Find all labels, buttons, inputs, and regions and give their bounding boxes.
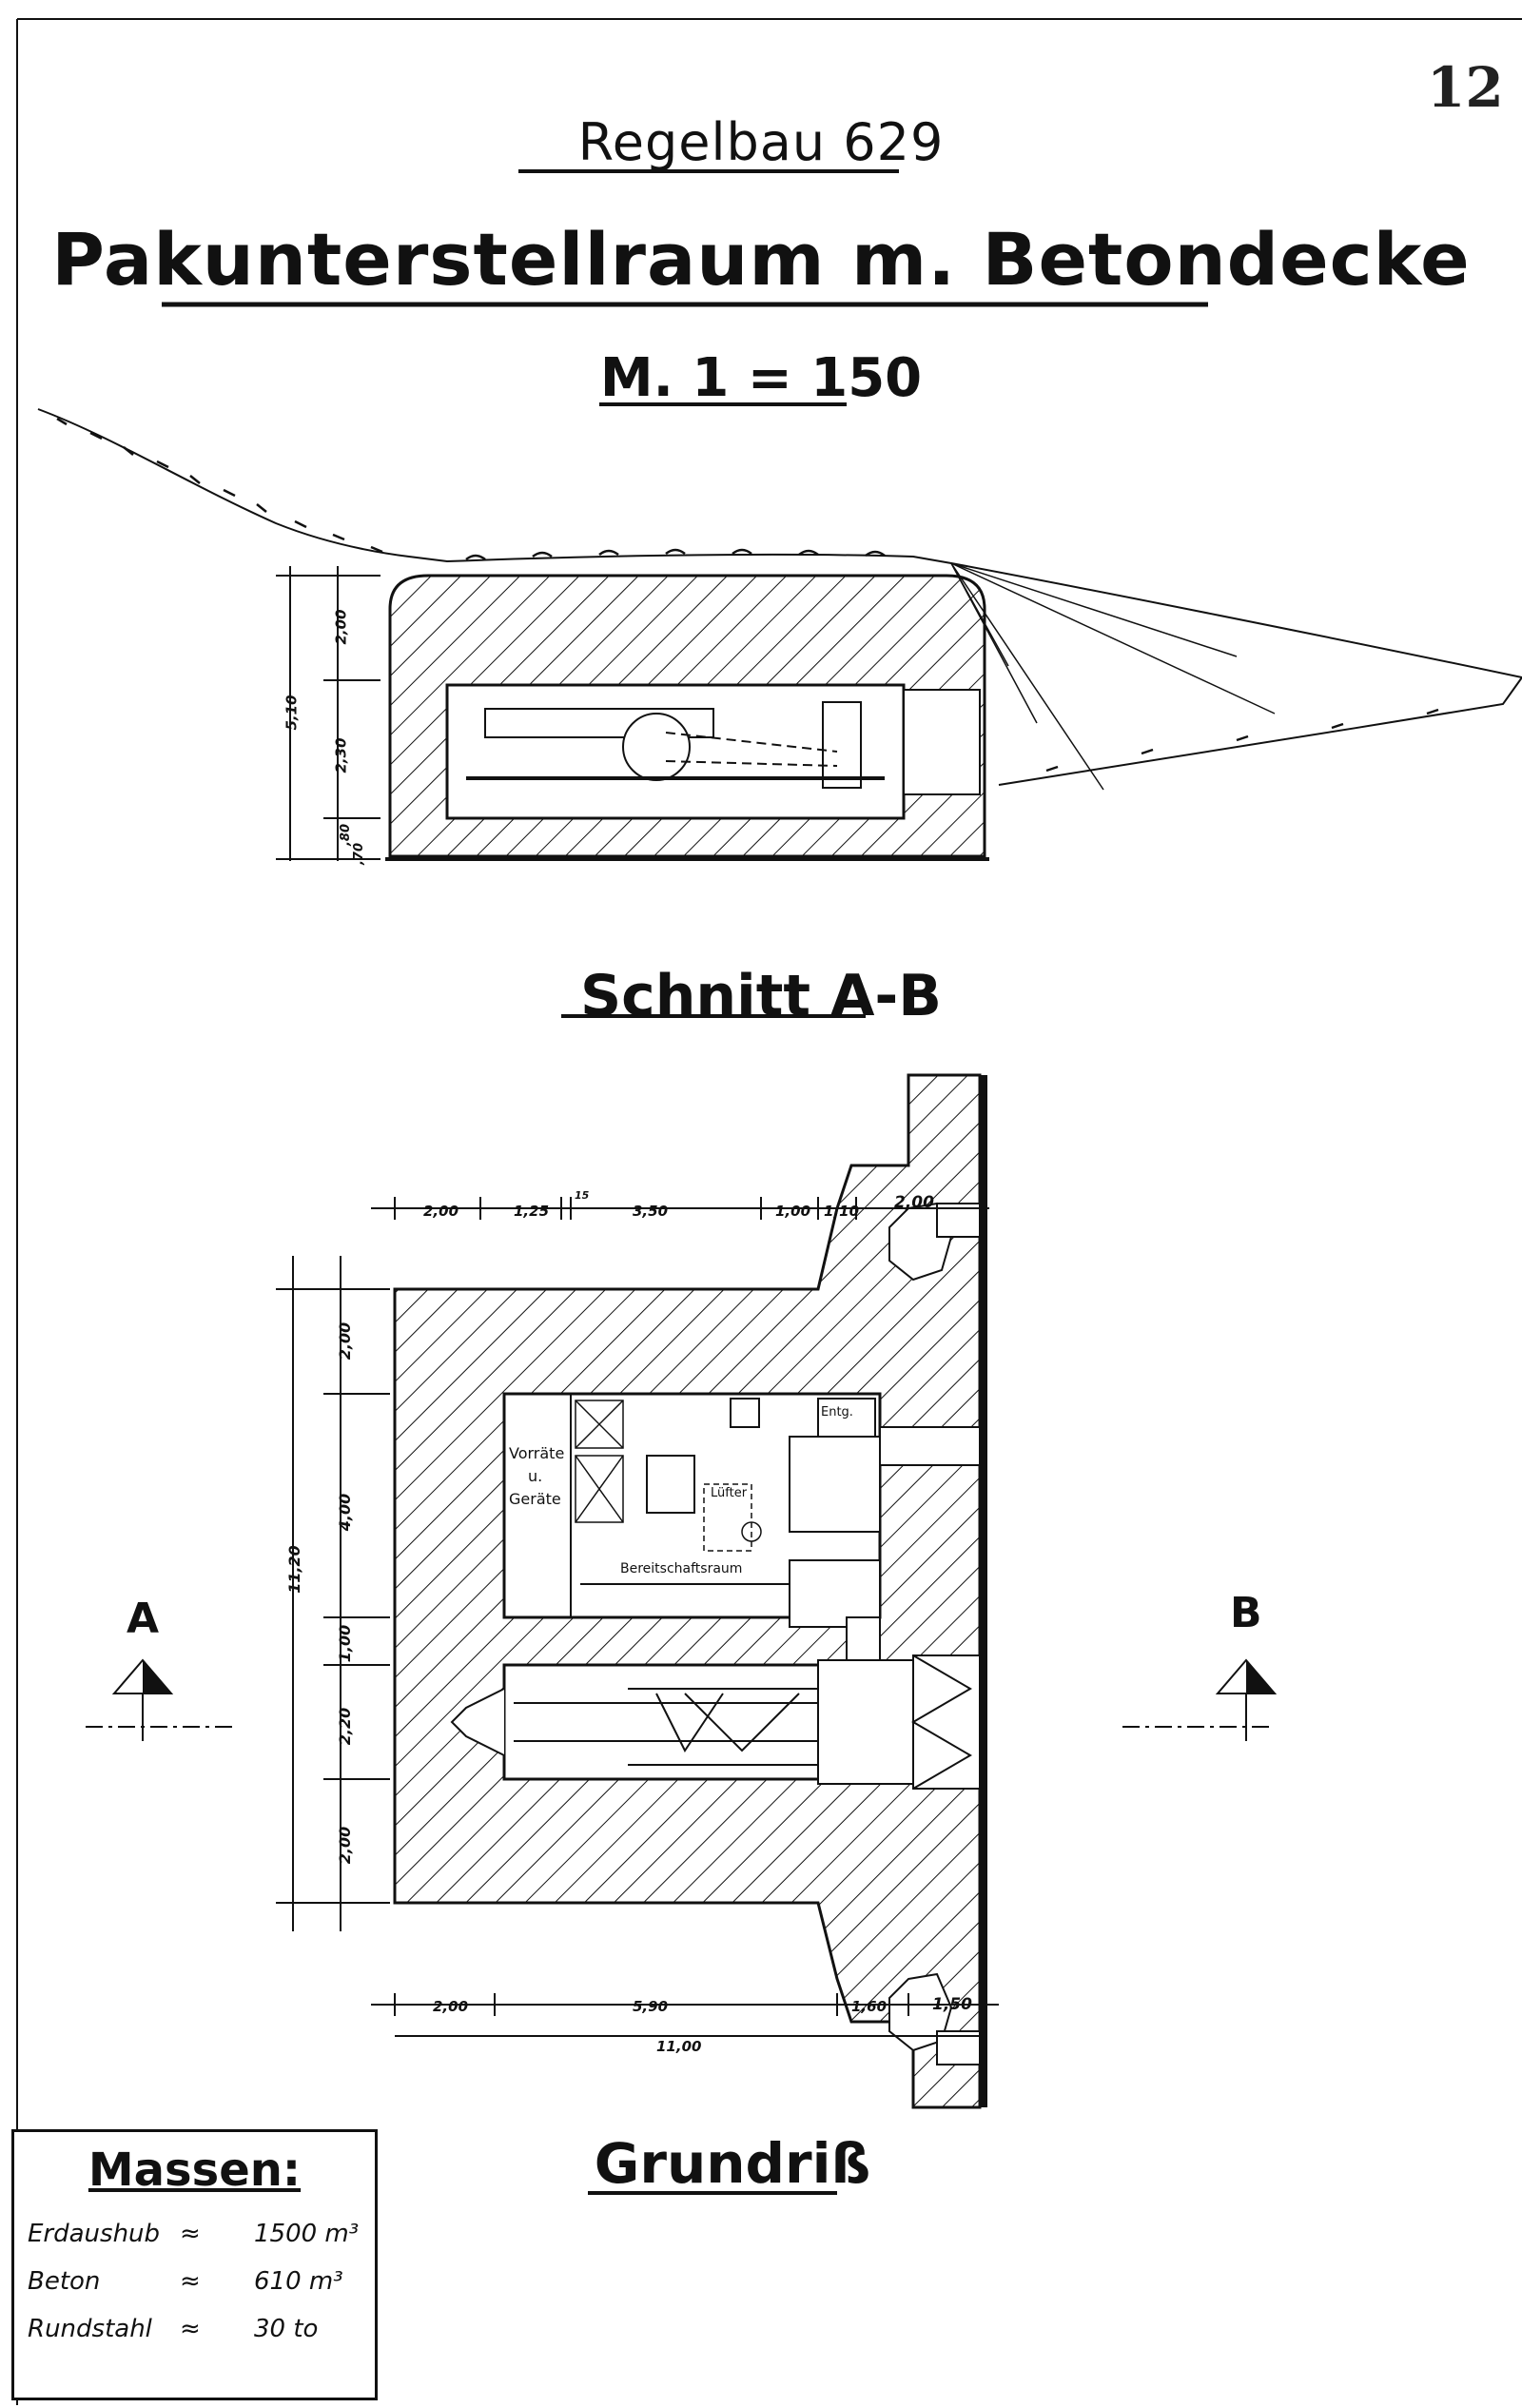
dim-bottom-4: 1,50 xyxy=(932,1995,972,2014)
dim-bottom-3: 1,60 xyxy=(851,1998,888,2015)
dim-section-room: 2,30 xyxy=(332,737,350,773)
dim-bottom-2: 5,90 xyxy=(633,1998,669,2015)
dim-bottom-1: 2,00 xyxy=(433,1998,469,2015)
room-label-u: u. xyxy=(528,1467,543,1485)
dim-bottom-total: 11,00 xyxy=(656,2038,702,2055)
quantities-table: Massen: Erdaushub ≈ 1500 m³ Beton ≈ 610 … xyxy=(11,2129,378,2400)
room-label-vorraete: Vorräte xyxy=(509,1444,565,1462)
scale-label: M. 1 = 150 xyxy=(599,347,923,409)
quantity-name: Beton xyxy=(28,2267,101,2296)
section-marker-b: B xyxy=(1230,1589,1262,1637)
room-label-entg: Entg. xyxy=(821,1405,853,1419)
dim-left-5: 2,00 xyxy=(336,1826,355,1865)
page-number: 12 xyxy=(1427,55,1504,120)
dim-top-3: 15 xyxy=(575,1189,590,1202)
dim-top-6: 1,10 xyxy=(824,1203,860,1220)
regelbau-title: Regelbau 629 xyxy=(577,112,945,172)
dim-top-4: 3,50 xyxy=(633,1203,669,1220)
quantity-name: Erdaushub xyxy=(28,2220,161,2248)
main-title: Pakunterstellraum m. Betondecke xyxy=(51,217,1471,302)
quantities-title: Massen: xyxy=(88,2144,302,2197)
dim-section-total: 5,10 xyxy=(283,695,301,731)
room-label-geraete: Geräte xyxy=(509,1490,561,1508)
dim-top-7: 2,00 xyxy=(894,1193,934,1212)
dim-top-2: 1,25 xyxy=(514,1203,550,1220)
dim-section-roof: 2,00 xyxy=(332,609,350,645)
section-drawing xyxy=(37,408,1522,861)
quantity-name: Rundstahl xyxy=(28,2315,152,2343)
quantity-approx: ≈ xyxy=(180,2315,201,2343)
quantity-value: 30 to xyxy=(254,2315,319,2343)
quantity-approx: ≈ xyxy=(180,2267,201,2296)
section-title: Schnitt A-B xyxy=(579,963,943,1029)
dim-left-total: 11,20 xyxy=(284,1545,303,1594)
dim-top-5: 1,00 xyxy=(775,1203,811,1220)
quantity-value: 1500 m³ xyxy=(254,2220,360,2248)
dim-top-1: 2,00 xyxy=(423,1203,459,1220)
quantity-approx: ≈ xyxy=(180,2220,201,2248)
dim-left-2: 4,00 xyxy=(336,1493,355,1532)
dim-left-3: 1,00 xyxy=(336,1624,355,1663)
section-marker-a: A xyxy=(127,1595,160,1643)
room-label-bereitschaftsraum: Bereitschaftsraum xyxy=(620,1561,743,1576)
dim-section-floor: ,80 xyxy=(339,823,354,847)
plan-title: Grundriß xyxy=(594,2131,871,2196)
dim-section-base: ,70 xyxy=(352,842,367,866)
plan-drawing xyxy=(86,1073,1278,2109)
dim-left-4: 2,20 xyxy=(336,1707,355,1746)
room-label-luefter: Lüfter xyxy=(711,1486,748,1500)
dim-left-1: 2,00 xyxy=(336,1321,355,1361)
quantity-value: 610 m³ xyxy=(254,2267,343,2296)
